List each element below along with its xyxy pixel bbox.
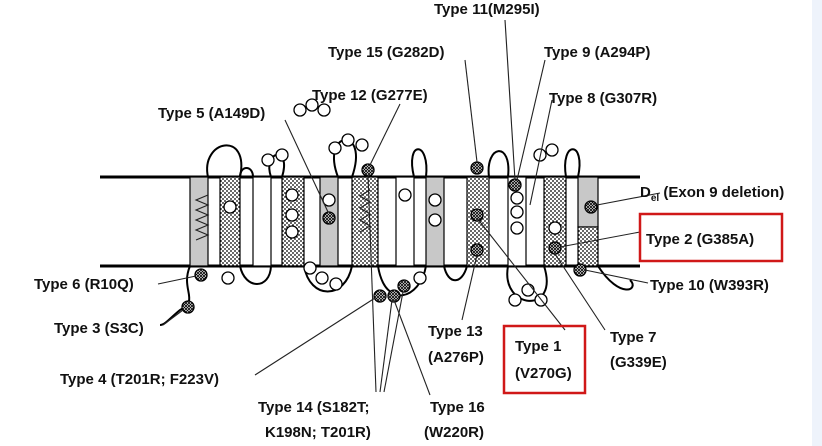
residue <box>285 188 299 202</box>
label-type16-line2: (W220R) <box>424 424 484 441</box>
residue <box>428 213 442 227</box>
spring-1 <box>194 194 210 241</box>
residue <box>341 133 355 147</box>
label-type7-line1: Type 7 <box>610 329 656 346</box>
label-type9: Type 9 (A294P) <box>544 44 650 61</box>
helix-group <box>189 176 599 267</box>
label-type14-line2: K198N; T201R) <box>265 424 371 441</box>
label-type13-line1: Type 13 <box>428 323 483 340</box>
residue <box>275 148 289 162</box>
label-type3: Type 3 (S3C) <box>54 320 144 337</box>
residue <box>305 98 319 112</box>
mutation-residue <box>470 208 484 222</box>
residue <box>398 188 412 202</box>
label-type4: Type 4 (T201R; F223V) <box>60 371 219 388</box>
residue <box>510 205 524 219</box>
label-type8: Type 8 (G307R) <box>549 90 657 107</box>
helix-6 <box>351 176 379 267</box>
mutation-residues <box>181 161 598 314</box>
label-type7-line2: (G339E) <box>610 354 667 371</box>
loop-top-small <box>239 167 254 178</box>
label-type1-line1: Type 1 <box>515 338 561 355</box>
helix-3 <box>252 176 272 267</box>
loop-top-4 <box>411 148 428 178</box>
mutation-residue <box>194 268 208 282</box>
loop-bottom-6 <box>597 265 634 291</box>
residue <box>315 271 329 285</box>
loop-top-6 <box>564 148 581 178</box>
highlight-box-type1 <box>502 324 587 395</box>
right-edge-strip <box>812 0 822 446</box>
residue <box>428 193 442 207</box>
residue <box>223 200 237 214</box>
residue <box>293 103 307 117</box>
label-type10: Type 10 (W393R) <box>650 277 769 294</box>
residue <box>508 293 522 307</box>
leader-lines <box>157 19 661 396</box>
residue <box>303 261 317 275</box>
mutation-residue <box>397 279 411 293</box>
residue <box>545 143 559 157</box>
label-type15: Type 15 (G282D) <box>328 44 444 61</box>
label-type1-line2: (V270G) <box>515 365 572 382</box>
mutation-residue <box>322 211 336 225</box>
label-type6: Type 6 (R10Q) <box>34 276 134 293</box>
loop-bottom-1 <box>239 265 272 285</box>
label-type12: Type 12 (G277E) <box>312 87 428 104</box>
highlight-box-type2 <box>638 212 784 263</box>
mutation-residue <box>548 241 562 255</box>
mutation-residue <box>584 200 598 214</box>
mutation-residue <box>470 243 484 257</box>
residue <box>285 208 299 222</box>
loop-bottom-4 <box>443 265 468 282</box>
mutation-residue <box>470 161 484 175</box>
mutation-residue <box>181 300 195 314</box>
helix-12-lower <box>577 226 599 267</box>
residue <box>317 103 331 117</box>
residue <box>322 193 336 207</box>
mutation-residue <box>387 289 401 303</box>
residue <box>413 271 427 285</box>
residue <box>510 191 524 205</box>
residue <box>355 138 369 152</box>
loop-top-1 <box>206 144 243 178</box>
residue <box>548 221 562 235</box>
label-del: Del (Exon 9 deletion) <box>640 184 784 204</box>
label-type13-line2: (A276P) <box>428 349 484 366</box>
mutation-residue <box>361 163 375 177</box>
mutation-residue <box>373 289 387 303</box>
mutation-residue <box>508 178 522 192</box>
label-type2: Type 2 (G385A) <box>646 231 754 248</box>
label-type16-line1: Type 16 <box>430 399 485 416</box>
residue <box>521 283 535 297</box>
loop-bottom-5 <box>506 265 548 302</box>
loop-bottom-2 <box>303 265 353 293</box>
residue <box>261 153 275 167</box>
residue <box>329 277 343 291</box>
residue <box>285 225 299 239</box>
label-type11: Type 11(M295I) <box>434 1 540 18</box>
mutation-residue <box>573 263 587 277</box>
residue <box>328 141 342 155</box>
helix-2 <box>219 176 241 267</box>
spring-2 <box>358 189 372 233</box>
label-type14-line1: Type 14 (S182T; <box>258 399 369 416</box>
residue <box>510 221 524 235</box>
loop-top-5 <box>487 150 510 178</box>
label-type5: Type 5 (A149D) <box>158 105 265 122</box>
residue <box>221 271 235 285</box>
